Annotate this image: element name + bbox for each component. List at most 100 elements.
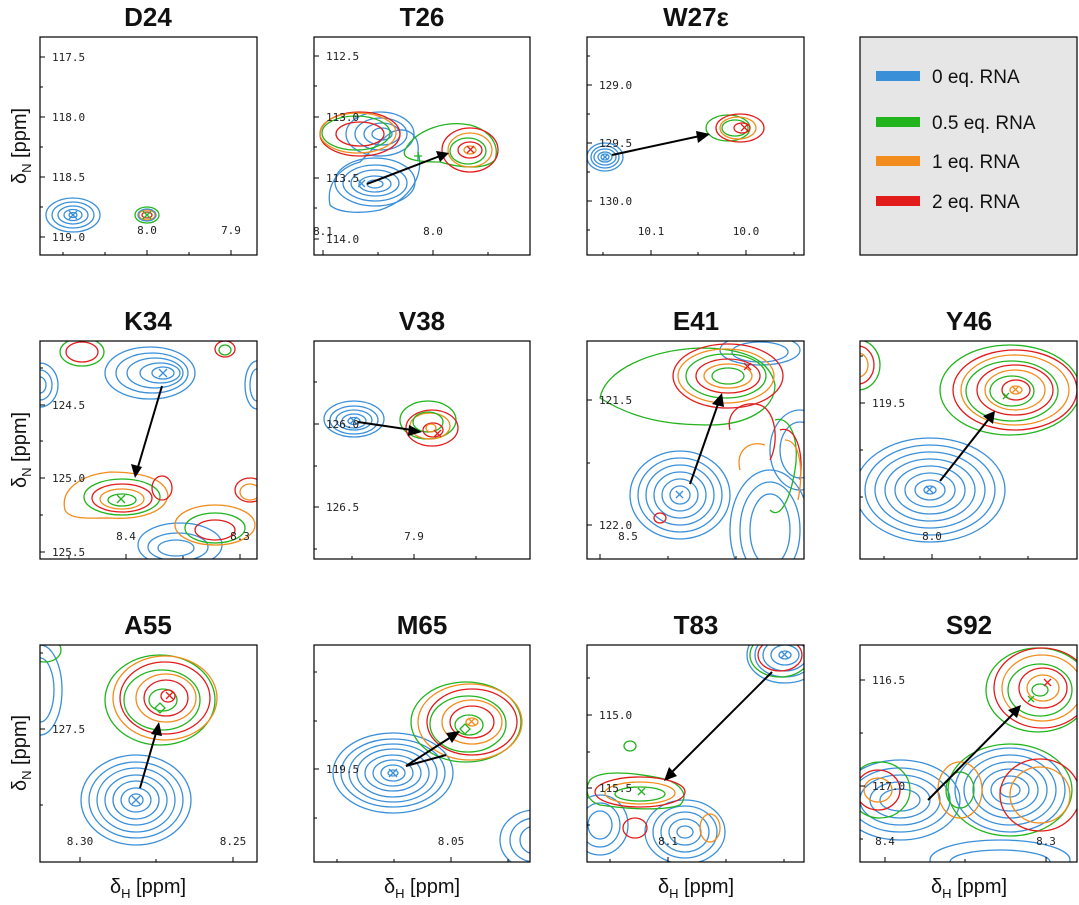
peak-markers xyxy=(349,416,442,438)
y-tick-label: 119.0 xyxy=(52,231,85,244)
shift-arrow xyxy=(689,403,719,485)
panel-title: K34 xyxy=(124,306,172,336)
peak-marker-2eq xyxy=(433,429,442,438)
x-tick-label: 10.1 xyxy=(638,225,665,238)
panel-title: A55 xyxy=(124,610,172,640)
shift-arrow xyxy=(405,736,452,767)
y-axis-labels: δN [ppm] δN [ppm] δN [ppm] xyxy=(9,108,34,791)
y-tick-label: 113.5 xyxy=(326,172,359,185)
y-tick-label: 130.0 xyxy=(599,195,632,208)
peak-marker-05eq xyxy=(459,723,471,735)
shift-arrow xyxy=(139,732,157,789)
peak-marker-titrated xyxy=(637,787,646,796)
x-axis-label: δH [ppm] xyxy=(658,876,734,901)
y-tick-label: 115.5 xyxy=(599,782,632,795)
peak-markers xyxy=(925,385,1020,494)
y-tick-label: 124.5 xyxy=(52,399,85,412)
x-tick-label: 8.5 xyxy=(618,530,638,543)
peak-titrated-contour xyxy=(410,681,523,763)
y-tick-label: 129.0 xyxy=(599,79,632,92)
shift-arrow xyxy=(939,419,989,482)
panel-w27e: W27ε 129.0 129.5 130.0 10.1 10.0 xyxy=(586,2,805,256)
peak-overlap-contour xyxy=(319,111,401,157)
y-tick-label: 116.5 xyxy=(872,674,905,687)
shift-arrowhead xyxy=(664,767,677,781)
peak-titrated-contour xyxy=(587,645,804,843)
panel-a55: A55 127 xyxy=(39,610,258,863)
y-tick-label: 126.0 xyxy=(326,418,359,431)
shift-arrowhead xyxy=(983,411,995,424)
tick-marks xyxy=(314,55,489,255)
peak-marker-0eq xyxy=(68,210,78,220)
shift-arrowhead xyxy=(151,722,162,736)
peak-titrated-contour xyxy=(860,341,1077,436)
contours xyxy=(40,645,218,846)
shift-arrowhead xyxy=(696,131,710,143)
panel-m65: M65 119.5 xyxy=(313,610,531,863)
tick-marks xyxy=(314,381,477,559)
peak-marker-05eq xyxy=(414,152,422,160)
plot-frame xyxy=(586,644,805,863)
y-tick-label: 114.0 xyxy=(326,233,359,246)
peak-marker-0eq xyxy=(357,179,366,188)
peak-marker-2eq xyxy=(466,145,475,154)
plot-frame xyxy=(313,340,531,560)
contours xyxy=(860,341,1077,543)
peak-markers xyxy=(357,145,475,188)
tick-marks xyxy=(40,56,232,255)
x-tick-label: 8.0 xyxy=(137,224,157,237)
peak-titrated-contour xyxy=(134,206,160,224)
peak-marker-0eq xyxy=(349,416,358,425)
peak-marker-2eq xyxy=(1043,678,1052,687)
peak-marker-0eq xyxy=(925,485,934,494)
peak-0eq-contour xyxy=(332,732,530,862)
legend-label: 0 eq. RNA xyxy=(932,67,1020,88)
peak-titrated-contour xyxy=(59,341,257,546)
contours xyxy=(45,197,160,233)
tick-marks xyxy=(40,367,241,559)
legend-label: 2 eq. RNA xyxy=(932,192,1020,213)
y-tick-label: 119.5 xyxy=(326,763,359,776)
plot-frame xyxy=(859,644,1078,863)
panel-v38: V38 126.0 126.5 7.9 xyxy=(313,306,531,560)
shift-arrowhead xyxy=(1008,705,1021,718)
y-tick-label: 129.5 xyxy=(599,137,632,150)
legend-swatch xyxy=(876,156,920,166)
peak-markers xyxy=(68,210,152,220)
panel-title: E41 xyxy=(673,306,719,336)
y-tick-label: 117.5 xyxy=(52,51,85,64)
plot-frame xyxy=(586,340,805,560)
tick-marks xyxy=(314,671,509,862)
contours xyxy=(332,681,530,862)
peak-marker-0eq xyxy=(675,490,684,499)
y-tick-label: 115.0 xyxy=(599,709,632,722)
peak-marker-0eq xyxy=(601,153,609,161)
y-tick-label: 122.0 xyxy=(599,519,632,532)
y-tick-label: 121.5 xyxy=(599,394,632,407)
x-tick-label: 8.30 xyxy=(67,835,94,848)
peak-markers xyxy=(1027,678,1052,703)
peak-0eq-contour xyxy=(587,142,624,172)
shift-arrowhead xyxy=(436,151,449,162)
tick-marks xyxy=(860,355,1029,559)
y-tick-label: 118.0 xyxy=(52,111,85,124)
peak-marker-1eq xyxy=(467,717,476,726)
y-axis-label: δN [ppm] xyxy=(9,715,34,791)
plot-frame xyxy=(586,36,805,256)
legend-swatch xyxy=(876,71,920,81)
peak-titrated-contour xyxy=(40,645,218,746)
peak-marker-titrated xyxy=(142,210,152,220)
panel-s92: S92 xyxy=(859,610,1078,863)
peak-0eq-contour xyxy=(40,645,192,846)
tick-marks xyxy=(860,679,1047,862)
peak-0eq-contour xyxy=(328,111,421,213)
panel-t83: T83 xyxy=(586,610,805,863)
y-tick-label: 113.0 xyxy=(326,111,359,124)
plot-frame xyxy=(313,36,531,256)
peak-marker-05eq xyxy=(1027,695,1035,703)
x-tick-label: 8.3 xyxy=(230,530,250,543)
peak-marker-2eq xyxy=(165,691,174,700)
panel-d24: D24 117.5 118.0 118.5 119.0 8.0 7.9 xyxy=(39,2,258,256)
x-tick-label: 8.05 xyxy=(438,835,465,848)
peak-markers xyxy=(601,123,749,161)
